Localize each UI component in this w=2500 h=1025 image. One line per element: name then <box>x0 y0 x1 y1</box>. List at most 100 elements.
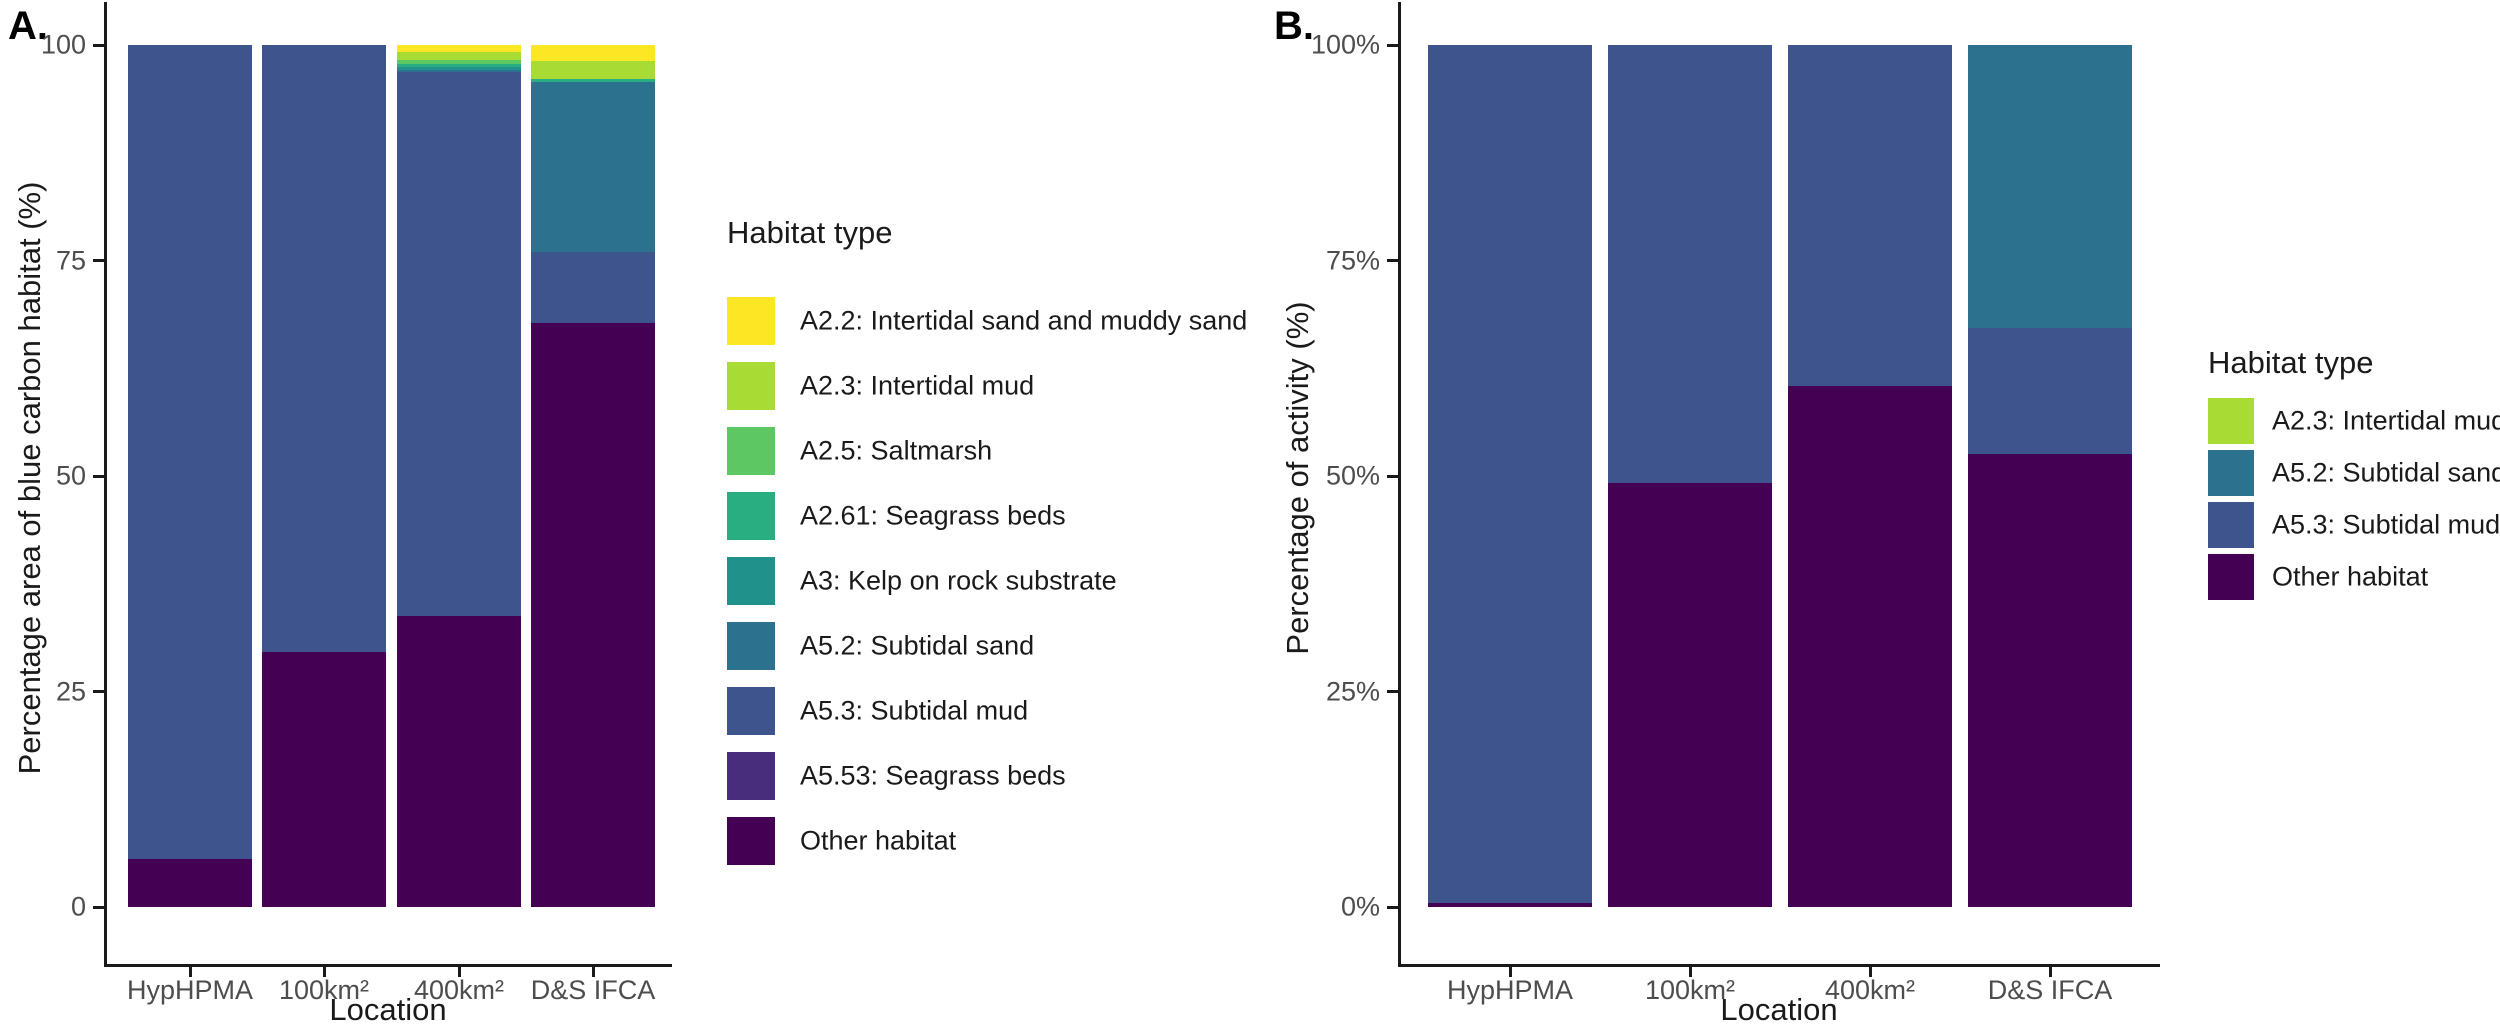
segment-d-s-ifca <box>531 82 655 252</box>
bar-d-s-ifca <box>531 45 655 907</box>
legend-label-a2-61-seagrass-beds: A2.61: Seagrass beds <box>800 500 1066 531</box>
legend-key-a5-3-subtidal-mud <box>727 687 775 735</box>
bar-100km- <box>262 45 386 907</box>
legend-key-a2-5-saltmarsh <box>727 427 775 475</box>
legend-key-a5-2-subtidal-sand <box>727 622 775 670</box>
bar-100km- <box>1608 45 1772 907</box>
x-tick-mark <box>457 967 461 977</box>
x-tick-mark <box>1508 967 1512 977</box>
segment-d-s-ifca <box>1968 45 2132 328</box>
bar-400km- <box>1788 45 1952 907</box>
panel-a-x-axis-title: Location <box>329 992 447 1025</box>
segment-d-s-ifca <box>531 45 655 61</box>
segment-400km- <box>397 67 521 70</box>
y-tick-label: 100 <box>40 29 86 60</box>
x-tick-label: 100km² <box>278 975 370 1005</box>
x-tick-label: 400km² <box>413 975 505 1005</box>
y-axis-line <box>1398 2 1401 967</box>
segment-400km- <box>397 59 521 64</box>
panel-b-x-axis-title: Location <box>1720 992 1838 1025</box>
segment-400km- <box>397 616 521 907</box>
segment-100km- <box>262 651 386 907</box>
y-tick-mark <box>93 259 104 262</box>
y-tick-mark <box>93 43 104 47</box>
y-tick-mark <box>93 474 104 478</box>
x-tick-label: HypHPMA <box>1446 975 1574 1005</box>
y-tick-label: 50 <box>55 460 86 491</box>
legend-key-other-habitat <box>2208 554 2254 600</box>
legend-label-a5-2-subtidal-sand: A5.2: Subtidal sand <box>2272 457 2500 488</box>
y-tick-mark <box>1387 474 1398 478</box>
legend-label-a2-3-intertidal-mud: A2.3: Intertidal mud <box>2272 405 2500 436</box>
y-tick-label: 50% <box>1325 460 1380 491</box>
legend-label-a5-2-subtidal-sand: A5.2: Subtidal sand <box>800 630 1035 661</box>
y-tick-mark <box>1387 259 1398 262</box>
x-tick-mark <box>188 967 192 977</box>
y-tick-mark <box>1387 905 1398 909</box>
segment-400km- <box>1788 386 1952 907</box>
bar-hyphpma <box>1428 45 1592 907</box>
x-axis-line <box>104 964 672 967</box>
segment-100km- <box>1608 482 1772 907</box>
legend-key-a5-3-subtidal-mud <box>2208 502 2254 548</box>
legend-key-a2-3-intertidal-mud <box>2208 398 2254 444</box>
y-tick-label: 25% <box>1325 676 1380 706</box>
y-tick-label: 100% <box>1310 29 1380 60</box>
x-tick-mark <box>1688 967 1692 977</box>
y-tick-mark <box>93 690 104 693</box>
legend-key-a5-53-seagrass-beds <box>727 752 775 800</box>
segment-400km- <box>397 51 521 60</box>
segment-d-s-ifca <box>531 251 655 323</box>
segment-d-s-ifca <box>531 79 655 83</box>
legend-key-a2-61-seagrass-beds <box>727 492 775 540</box>
legend-label-a2-2-intertidal-sand-and-muddy-sand: A2.2: Intertidal sand and muddy sand <box>800 305 1248 336</box>
legend-label-other-habitat: Other habitat <box>800 825 957 856</box>
y-tick-mark <box>1387 43 1398 47</box>
x-tick-label: 400km² <box>1824 975 1916 1005</box>
legend-key-a2-3-intertidal-mud <box>727 362 775 410</box>
segment-400km- <box>1788 45 1952 387</box>
panel-b-label: B. <box>1274 4 1314 48</box>
x-tick-label: HypHPMA <box>126 975 254 1005</box>
legend-label-a2-3-intertidal-mud: A2.3: Intertidal mud <box>800 370 1035 401</box>
segment-400km- <box>397 45 521 52</box>
x-tick-mark <box>2048 967 2052 977</box>
y-axis-line <box>104 2 107 967</box>
bar-hyphpma <box>128 45 252 907</box>
x-axis-line <box>1398 964 2160 967</box>
legend-label-a5-53-seagrass-beds: A5.53: Seagrass beds <box>800 760 1066 791</box>
segment-100km- <box>1608 45 1772 483</box>
x-tick-mark <box>322 967 326 977</box>
x-tick-label: D&S IFCA <box>1987 975 2113 1005</box>
segment-d-s-ifca <box>531 322 655 907</box>
segment-400km- <box>397 63 521 68</box>
legend-key-a2-2-intertidal-sand-and-muddy-sand <box>727 297 775 345</box>
segment-d-s-ifca <box>531 60 655 80</box>
segment-400km- <box>397 69 521 72</box>
x-tick-label: 100km² <box>1644 975 1736 1005</box>
segment-400km- <box>397 71 521 617</box>
segment-hyphpma <box>1428 45 1592 903</box>
y-tick-mark <box>1387 690 1398 693</box>
segment-d-s-ifca <box>1968 453 2132 907</box>
segment-d-s-ifca <box>1968 327 2132 454</box>
x-tick-mark <box>591 967 595 977</box>
legend-label-a3-kelp-on-rock-substrate: A3: Kelp on rock substrate <box>800 565 1117 596</box>
x-tick-mark <box>1868 967 1872 977</box>
panel-a-legend-title: Habitat type <box>727 215 893 250</box>
legend-key-a5-2-subtidal-sand <box>2208 450 2254 496</box>
y-tick-label: 25 <box>55 676 86 706</box>
legend-key-a3-kelp-on-rock-substrate <box>727 557 775 605</box>
panel-a-label: A. <box>8 4 48 48</box>
legend-label-other-habitat: Other habitat <box>2272 561 2429 592</box>
legend-label-a2-5-saltmarsh: A2.5: Saltmarsh <box>800 435 993 466</box>
y-tick-label: 75% <box>1325 245 1380 275</box>
segment-hyphpma <box>128 45 252 859</box>
legend-label-a5-3-subtidal-mud: A5.3: Subtidal mud <box>2272 509 2500 540</box>
bar-d-s-ifca <box>1968 45 2132 907</box>
segment-hyphpma <box>1428 902 1592 907</box>
y-tick-label: 0% <box>1340 891 1380 922</box>
